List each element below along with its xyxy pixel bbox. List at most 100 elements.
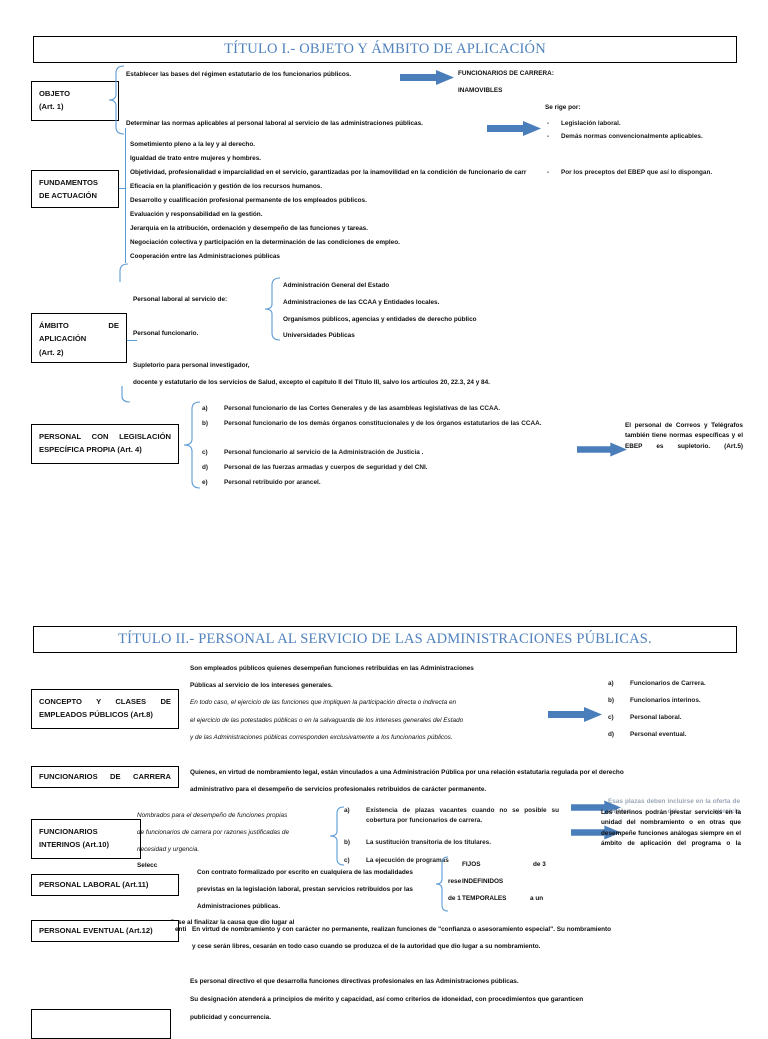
legislacion-item-0-text: Personal funcionario de las Cortes Gener… <box>224 405 500 412</box>
titulo1-text: TÍTULO I.- OBJETO Y ÁMBITO DE APLICACIÓN <box>224 41 546 57</box>
interinos-item-1-text: La sustitución transitoria de los titula… <box>366 839 491 846</box>
interinos-item-2-marker: c) <box>344 857 350 864</box>
clases-item-0-marker: a) <box>608 680 614 687</box>
laboral-fragment-aun: a un <box>530 895 544 902</box>
box-personal-eventual[interactable]: PERSONAL EVENTUAL (Art.12) <box>31 920 179 942</box>
interinos-item-1-marker: b) <box>344 839 351 846</box>
bullet-dash-icon: - <box>547 133 550 140</box>
bracket-ambito-upper <box>119 263 129 282</box>
box-concepto[interactable]: CONCEPTO Y CLASES DE EMPLEADOS PÚBLICOS … <box>31 689 179 729</box>
interinos-item-0-marker: a) <box>344 807 350 814</box>
box-funcionarios-interinos[interactable]: FUNCIONARIOS INTERINOS (Art.10) <box>31 819 141 859</box>
ambito-right-2: Organismos públicos, agencias y entidade… <box>283 316 477 323</box>
legislacion-item-0-marker: a) <box>202 405 208 412</box>
titulo1-banner: TÍTULO I.- OBJETO Y ÁMBITO DE APLICACIÓN <box>33 36 737 63</box>
fundamento-item-3: Eficacia en la planificación y gestión d… <box>130 183 323 190</box>
legislacion-item-1: b) Personal funcionario de los demás órg… <box>202 419 567 429</box>
legislacion-item-1-marker: b) <box>202 420 209 427</box>
fundamento-item-8: Cooperación entre las Administraciones p… <box>130 253 280 260</box>
legislacion-item-4-text: Personal retribuido por arancel. <box>224 479 321 486</box>
se-rige-item-1-text: Demás normas convencionalmente aplicable… <box>561 133 703 140</box>
ambito-right-1: Administraciones de las CCAA y Entidades… <box>283 299 440 306</box>
laboral-l3: Administraciones públicas. <box>197 903 281 910</box>
box-concepto-line1: CONCEPTO Y CLASES DE <box>39 697 171 706</box>
interinos-ital-l1: Nombrados para el desempeño de funciones… <box>137 812 288 819</box>
eventual-l1: En virtud de nombramiento y con carácter… <box>192 926 612 933</box>
box-ambito[interactable]: ÁMBITO DE APLICACIÓN (Art. 2) <box>31 313 127 363</box>
interinos-item-0: a) Existencia de plazas vacantes cuando … <box>344 806 559 827</box>
concepto-p2-l3: y de las Administraciones públicas corre… <box>190 734 453 741</box>
box-funcionarios-carrera[interactable]: FUNCIONARIOS DE CARRERA <box>31 766 179 788</box>
objeto-item2: Determinar las normas aplicables al pers… <box>126 120 423 127</box>
fundamento-item-0: Sometimiento pleno a la ley y al derecho… <box>130 141 256 148</box>
box-fundamentos[interactable]: FUNDAMENTOS DE ACTUACIÓN <box>31 170 119 208</box>
box-funcionarios-carrera-line1: FUNCIONARIOS DE CARRERA <box>39 772 171 782</box>
arrow-interinos-unidad <box>571 825 621 840</box>
funcionarios-carrera-text-l1: Quienes, en virtud de nombramiento legal… <box>190 769 624 776</box>
eventual-prefix-fragment: enti <box>175 926 187 933</box>
laboral-fragment-de3: de 3 <box>533 861 546 868</box>
legislacion-item-4-marker: e) <box>202 479 208 486</box>
callout-interinos-unidad: Los interinos podrán prestar servicios e… <box>601 809 741 848</box>
box-legislacion-line2: ESPECÍFICA PROPIA (Art. 4) <box>39 445 142 455</box>
bracket-supletorio <box>121 386 131 403</box>
ambito-right-3: Universidades Públicas <box>283 332 355 339</box>
objeto-item1: Establecer las bases del régimen estatut… <box>126 71 352 78</box>
box-concepto-line2: EMPLEADOS PÚBLICOS (Art.8) <box>39 710 153 720</box>
laboral-l2: previstas en la legislación laboral, pre… <box>197 886 413 893</box>
laboral-tipo-2: TEMPORALES <box>462 895 507 902</box>
legislacion-item-3-text: Personal de las fuerzas armadas y cuerpo… <box>224 464 428 471</box>
concepto-p1-l1: Son empleados públicos quienes desempeña… <box>190 665 474 672</box>
box-ambito-line3: (Art. 2) <box>39 347 64 357</box>
clases-item-3-text: Personal eventual. <box>630 731 687 738</box>
ambito-right-0: Administración General del Estado <box>283 282 390 289</box>
box-objeto[interactable]: OBJETO (Art. 1) <box>31 81 119 121</box>
concepto-p2-l2: el ejercicio de las potestades públicas … <box>190 717 464 724</box>
fundamento-item-4: Desarrollo y cualificación profesional p… <box>130 197 367 204</box>
clases-item-0: a) Funcionarios de Carrera. <box>608 679 743 689</box>
callout-funcionarios-carrera-line2: INAMOVIBLES <box>458 87 503 94</box>
interinos-ital-l3: necesidad y urgencia. <box>137 846 200 853</box>
arrow-interinos-oferta <box>571 800 621 815</box>
box-personal-laboral[interactable]: PERSONAL LABORAL (Art.11) <box>31 874 179 896</box>
titulo2-text: TÍTULO II.- PERSONAL AL SERVICIO DE LAS … <box>118 631 652 647</box>
fundamento-item-1: Igualdad de trato entre mujeres y hombre… <box>130 155 262 162</box>
box-ambito-line1: ÁMBITO DE <box>39 321 119 330</box>
supletorio-line2: docente y estatutario de los servicios d… <box>133 379 490 386</box>
bullet-dash-icon: - <box>547 120 550 127</box>
legislacion-item-2-text: Personal funcionario al servicio de la A… <box>224 449 424 456</box>
legislacion-item-3-marker: d) <box>202 464 209 471</box>
box-fundamentos-line1: FUNDAMENTOS <box>39 178 98 187</box>
fundamento-item-6: Jerarquía en la atribución, ordenación y… <box>130 225 368 232</box>
arrow-clases-empleados <box>548 707 602 722</box>
arrow-funcionarios-carrera <box>400 70 454 85</box>
connector-fundamentos-h <box>119 188 126 189</box>
se-rige-item-0: - Legislación laboral. <box>547 119 730 129</box>
callout-interinos-oferta: Esas plazas deben incluirse en la oferta… <box>608 798 740 816</box>
clases-item-1-text: Funcionarios interinos. <box>630 697 701 704</box>
box-ambito-line2: APLICACIÓN <box>39 334 87 344</box>
directivo-l2: Su designación atenderá a principios de … <box>190 996 584 1003</box>
box-interinos-line1: FUNCIONARIOS <box>39 827 98 836</box>
arrow-se-rige-por <box>487 121 541 136</box>
se-rige-item-1: - Demás normas convencionalmente aplicab… <box>547 132 730 142</box>
fundamento-item-5: Evaluación y responsabilidad en la gesti… <box>130 211 263 218</box>
box-legislacion-especifica[interactable]: PERSONAL CON LEGISLACIÓN ESPECÍFICA PROP… <box>31 424 179 464</box>
funcionarios-carrera-text-l2: administrativo para el desempeño de serv… <box>190 786 487 793</box>
callout-funcionarios-carrera-line1: FUNCIONARIOS DE CARRERA: <box>458 70 554 77</box>
box-personal-directivo-cutoff[interactable] <box>31 1009 171 1039</box>
laboral-tipo-0: FIJOS <box>462 861 481 868</box>
box-legislacion-line1: PERSONAL CON LEGISLACIÓN <box>39 432 171 441</box>
clases-item-0-text: Funcionarios de Carrera. <box>630 680 706 687</box>
arrow-correos <box>577 442 627 457</box>
box-personal-eventual-line1: PERSONAL EVENTUAL (Art.12) <box>39 926 153 936</box>
clases-item-1: b) Funcionarios interinos. <box>608 696 743 706</box>
laboral-l1: Con contrato formalizado por escrito en … <box>197 869 413 876</box>
directivo-l3: publicidad y concurrencia. <box>190 1014 271 1021</box>
laboral-l4: Cese al finalizar la causa que dio lugar… <box>170 919 295 926</box>
interinos-ital-l2: de funcionarios de carrera por razones j… <box>137 829 290 836</box>
laboral-fragment-rese: rese <box>448 878 462 885</box>
clases-item-2: c) Personal laboral. <box>608 713 743 723</box>
legislacion-item-3: d) Personal de las fuerzas armadas y cue… <box>202 463 567 473</box>
